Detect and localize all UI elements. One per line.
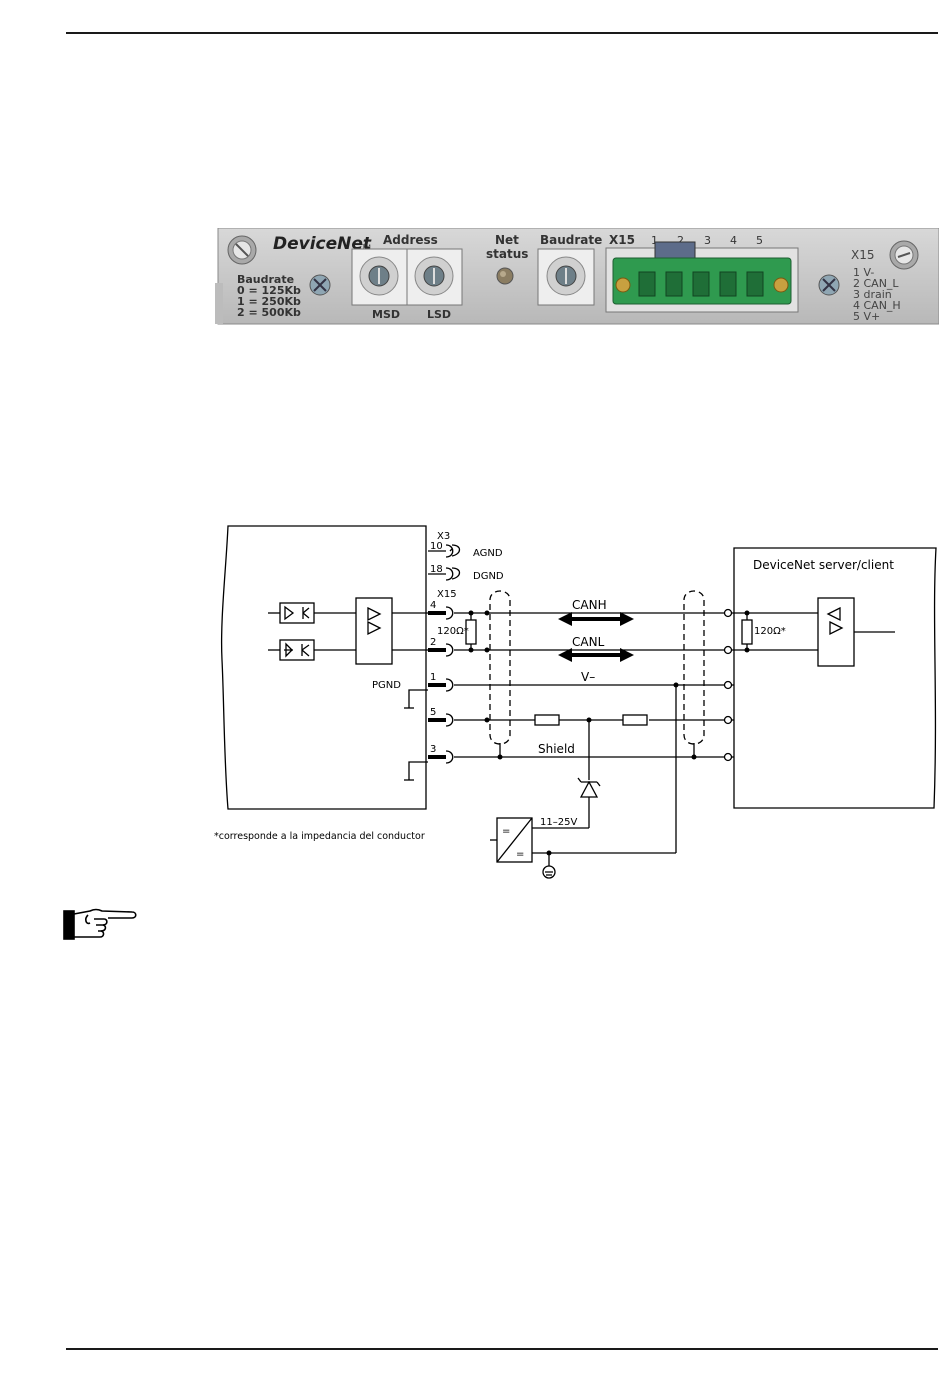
pin-18-label: 18 [430, 564, 443, 575]
net-status-label-1: Net [495, 233, 519, 247]
lsd-label: LSD [427, 308, 451, 321]
agnd-label: AGND [473, 548, 503, 559]
top-rule [66, 32, 938, 34]
pin-1-label: 1 [430, 672, 436, 683]
resistor-right-label: 120Ω* [754, 626, 786, 637]
dgnd-label: DGND [473, 571, 504, 582]
pin-number-4: 4 [730, 234, 737, 247]
canh-arrow [558, 612, 634, 626]
msd-rotary-switch[interactable] [352, 249, 407, 305]
shield-label: Shield [538, 742, 575, 756]
right-transceiver [818, 598, 854, 666]
connector-label: X15 [609, 233, 635, 247]
svg-text:=: = [516, 849, 524, 860]
supply-voltage-label: 11–25V [540, 817, 577, 828]
svg-text:=: = [502, 826, 510, 837]
pin-legend-5: 5 V+ [853, 310, 880, 323]
wiring-schematic: X3 10 AGND 18 DGND X15 4 2 1 5 3 120Ω* 1… [212, 522, 940, 884]
devicenet-front-panel: DeviceNet TM Address Baudrate 0 = 125Kb … [215, 228, 939, 326]
baudrate-rotary-switch[interactable] [538, 249, 594, 305]
pin-5-label: 5 [430, 707, 436, 718]
net-status-label-2: status [486, 247, 528, 261]
fuse-left [535, 715, 559, 725]
lsd-rotary-switch[interactable] [407, 249, 462, 305]
pointing-hand-icon [60, 903, 140, 943]
msd-label: MSD [372, 308, 400, 321]
drive-box [222, 526, 426, 809]
cable-shield-left [490, 591, 510, 744]
resistor-left-label: 120Ω* [437, 626, 469, 637]
pgnd-label: PGND [372, 680, 401, 691]
x15-label: X15 [437, 589, 457, 600]
panel-screw-left-icon [310, 275, 330, 295]
pin-3-label: 3 [430, 744, 436, 755]
canl-label: CANL [572, 635, 605, 649]
bottom-rule [66, 1348, 938, 1350]
pin-4-label: 4 [430, 600, 436, 611]
server-client-box [734, 548, 936, 808]
baudrate-switch-label: Baudrate [540, 233, 602, 247]
top-right-screw-icon [890, 241, 918, 269]
pin-number-5: 5 [756, 234, 763, 247]
net-status-led-icon [497, 268, 513, 284]
address-label: Address [383, 233, 438, 247]
x15-connector[interactable] [606, 242, 798, 312]
vminus-label: V– [581, 670, 595, 684]
pin-number-3: 3 [704, 234, 711, 247]
right-x15-label: X15 [851, 248, 875, 262]
canh-label: CANH [572, 598, 607, 612]
baud-legend-3: 2 = 500Kb [237, 306, 301, 319]
fuse-right [623, 715, 647, 725]
mounting-screw-icon [228, 236, 256, 264]
cable-shield-right [684, 591, 704, 744]
panel-screw-right-icon [819, 275, 839, 295]
footnote: *corresponde a la impedancia del conduct… [214, 831, 425, 842]
pin-2-label: 2 [430, 637, 436, 648]
server-client-title: DeviceNet server/client [753, 558, 894, 572]
pin-10-label: 10 [430, 541, 443, 552]
termination-resistor-right [742, 620, 752, 644]
